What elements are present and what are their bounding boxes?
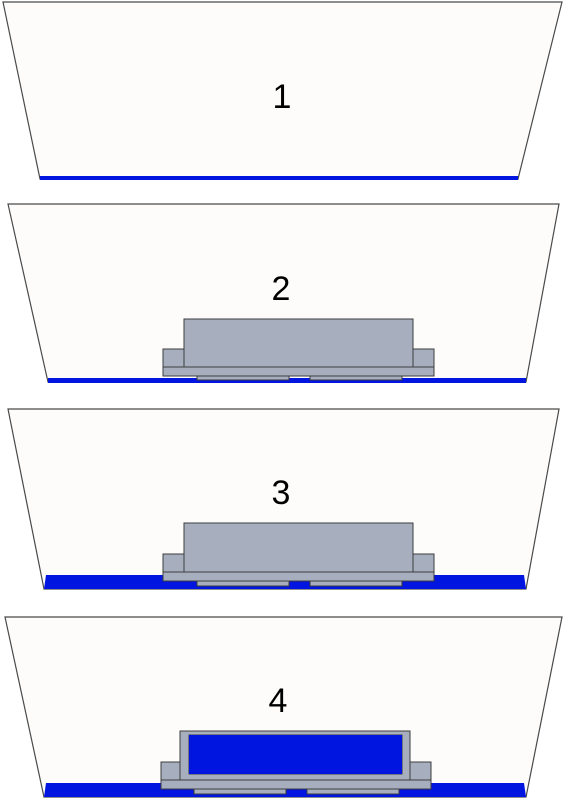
dock-structure <box>162 522 435 587</box>
hull-body <box>183 318 414 368</box>
stage-4: 4 <box>4 616 563 798</box>
wing-block-left <box>162 553 185 573</box>
stage-label: 2 <box>272 270 291 308</box>
pontoon-base <box>162 571 435 582</box>
dock-structure <box>160 730 432 795</box>
stage-label: 1 <box>273 78 292 116</box>
wing-block-right <box>412 348 435 368</box>
stage-label: 4 <box>269 682 288 720</box>
wing-block-right <box>409 761 432 781</box>
stage-1: 1 <box>2 1 563 180</box>
wing-block-left <box>160 761 183 781</box>
wing-block-left <box>162 348 185 368</box>
stage-3: 3 <box>7 408 560 590</box>
wing-block-right <box>412 553 435 573</box>
stage-label: 3 <box>272 474 291 512</box>
water-layer <box>40 176 518 180</box>
pontoon-base <box>162 366 435 377</box>
pontoon-base <box>160 779 432 790</box>
flooded-hull-interior <box>189 735 402 774</box>
hull-body <box>183 522 414 573</box>
stage-2: 2 <box>7 203 560 383</box>
dock-structure <box>162 318 435 381</box>
